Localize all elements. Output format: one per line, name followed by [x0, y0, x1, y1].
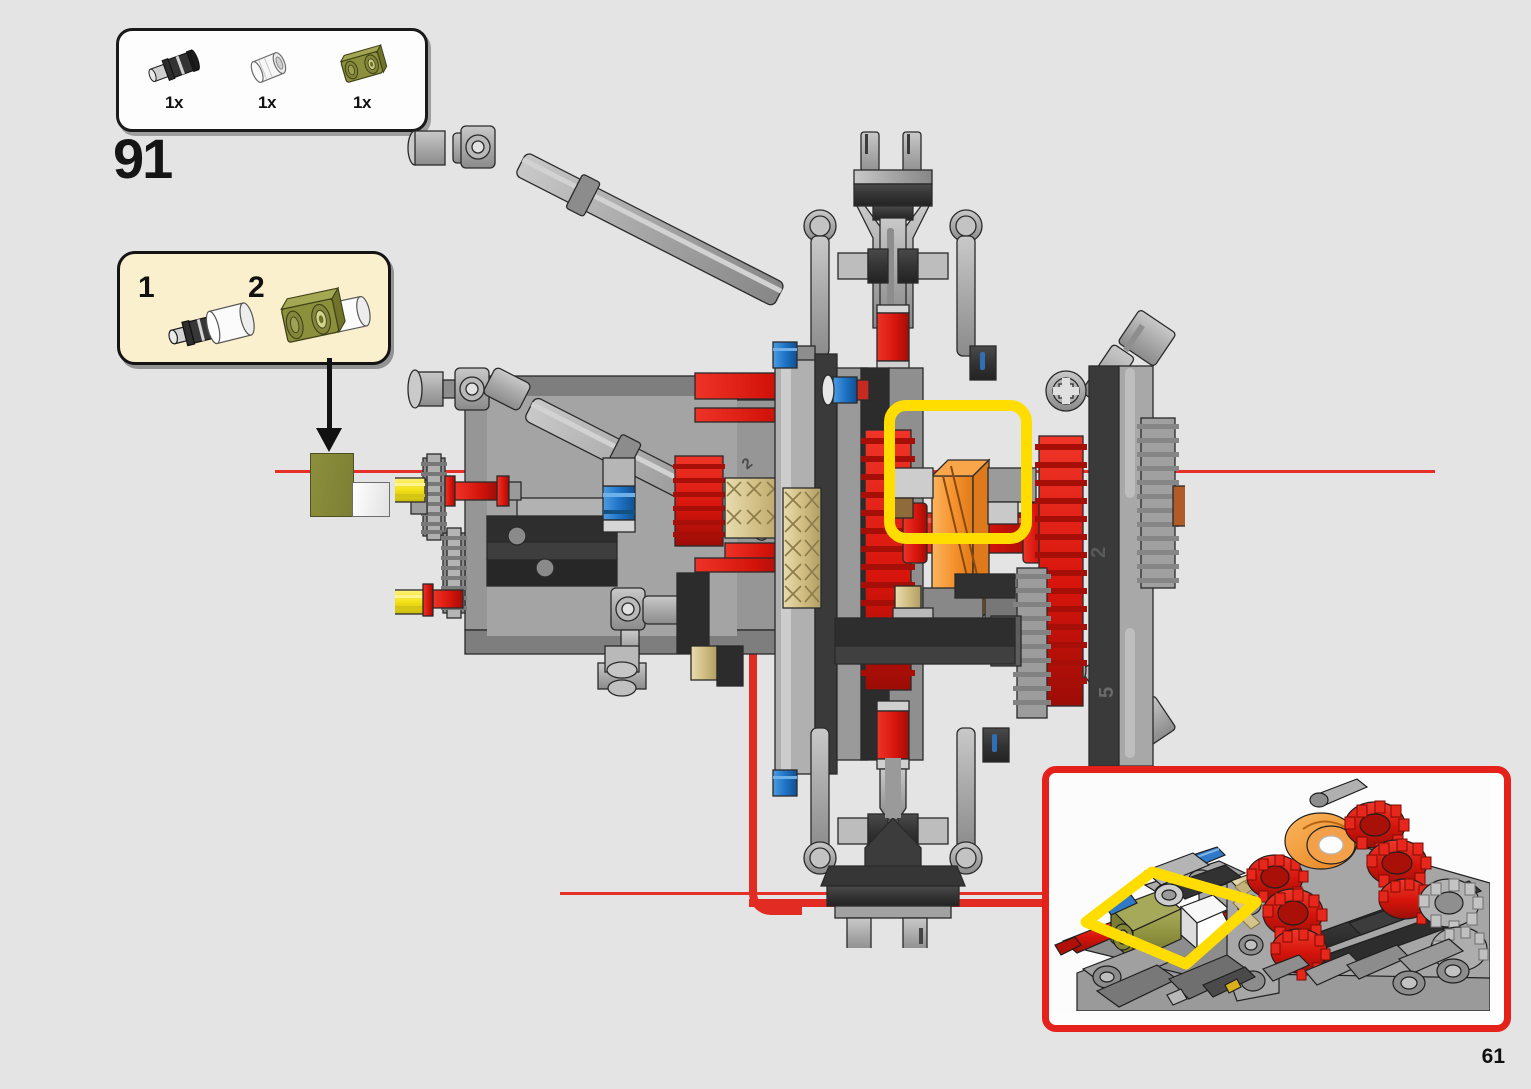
axle-pin-connector-icon: [129, 41, 219, 93]
placement-arrow-shaft: [327, 358, 332, 432]
parts-bin-item: 1x: [129, 41, 219, 121]
placement-arrow-head: [316, 428, 342, 452]
parts-bin-quantity: 1x: [165, 93, 183, 112]
substep-label: 2: [248, 271, 265, 304]
substep-1-illustration: [158, 296, 268, 363]
inset-leader-corner: [749, 862, 802, 915]
beam-label-5: 5: [1096, 687, 1118, 698]
parts-bin-item: 1x: [222, 41, 312, 121]
placed-olive-beam: [310, 453, 354, 517]
parts-bin-quantity: 1x: [353, 93, 371, 112]
beam-label-2: 2: [1088, 547, 1110, 558]
subassembly-callout-panel: 1 2: [117, 251, 391, 365]
step-number: 91: [113, 127, 173, 190]
parts-bin-panel: 1x 1x: [116, 28, 428, 132]
bushing-icon: [222, 41, 312, 93]
parts-bin-quantity: 1x: [258, 93, 276, 112]
page-number: 61: [1481, 1045, 1505, 1068]
inset-leader-line: [749, 498, 757, 870]
highlight-box-inset: [1078, 864, 1264, 974]
substep-2-illustration: [268, 282, 386, 359]
placed-white-bushing: [352, 482, 390, 517]
highlight-box-main: [884, 400, 1032, 544]
substep-label: 1: [138, 271, 155, 304]
parts-bin-item: 1x: [317, 41, 407, 121]
beam-2l-icon: [317, 41, 407, 93]
